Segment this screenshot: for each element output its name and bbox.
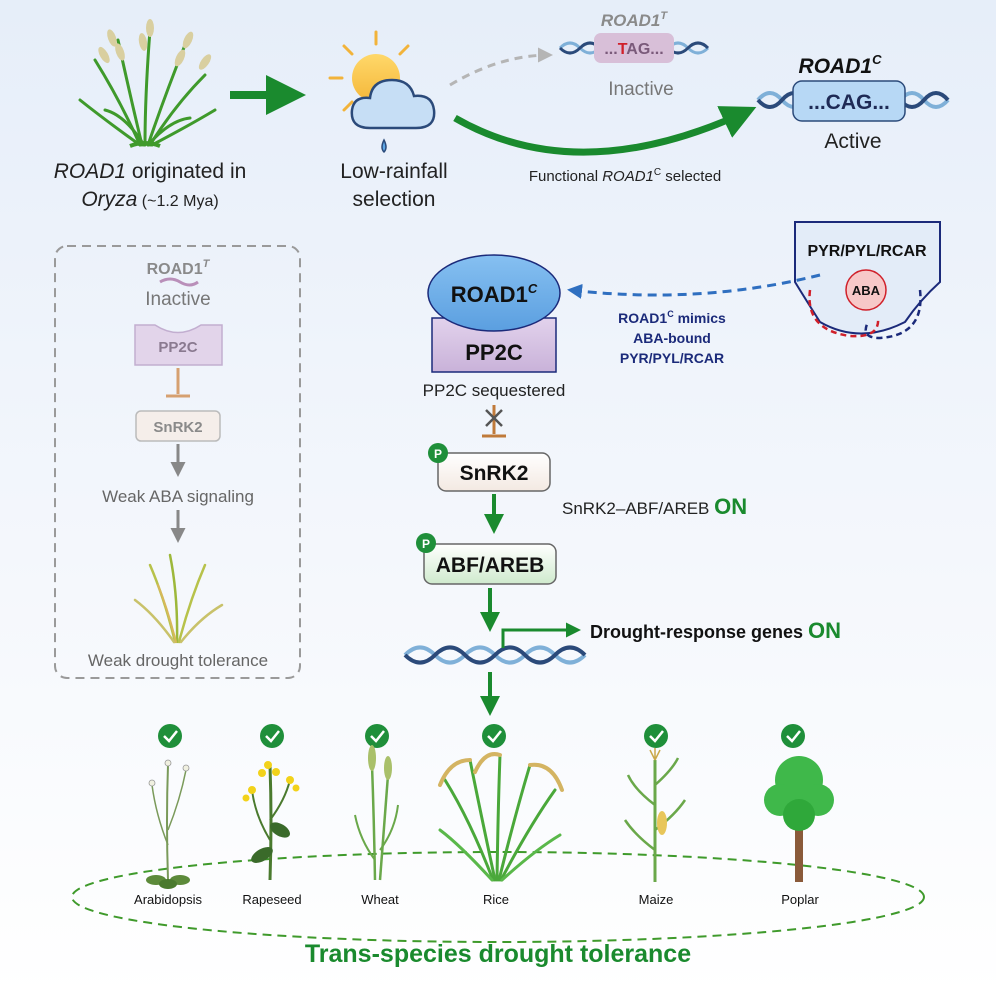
- rapeseed-plant-icon: [242, 761, 300, 881]
- left-pp2c-label: PP2C: [158, 339, 197, 356]
- active-allele-name: ROAD1C: [799, 52, 883, 78]
- weak-tolerance-label: Weak drought tolerance: [88, 651, 268, 670]
- sun-cloud-rain-icon: [328, 30, 436, 154]
- truncated-protein-icon: [159, 277, 199, 287]
- wheat-plant-icon: [354, 745, 399, 881]
- functional-selected-label: Functional ROAD1C selected: [529, 167, 721, 185]
- arabidopsis-plant-icon: [146, 759, 190, 889]
- aba-label: ABA: [852, 283, 881, 298]
- left-snrk2-label: SnRK2: [153, 419, 202, 436]
- pp2c-sequestered-label: PP2C sequestered: [423, 381, 566, 400]
- selection-text-line2: selection: [353, 188, 436, 211]
- snrk2-abf-on-label: SnRK2–ABF/AREB ON: [562, 494, 747, 519]
- snrk2-box: [437, 452, 551, 492]
- check-icon-arabidopsis: [158, 724, 182, 748]
- transcription-start-arrow: [501, 622, 581, 648]
- phospho-circle-abf: [416, 533, 436, 553]
- inactive-allele-name: ROAD1T: [601, 10, 669, 30]
- active-label: Active: [824, 130, 881, 153]
- left-pp2c-shape: [134, 324, 223, 366]
- species-label-maize: Maize: [639, 892, 674, 907]
- road1c-protein-label: ROAD1C: [451, 281, 538, 307]
- inactive-allele-sequence: ...TAG...: [604, 41, 663, 58]
- phospho-label-snrk2: P: [434, 447, 442, 461]
- mimic-label-line2: ABA-bound: [633, 330, 711, 346]
- species-label-rice: Rice: [483, 892, 509, 907]
- origin-text-line1: ROAD1 originated in: [54, 160, 247, 183]
- aba-ligand-circle: [845, 269, 887, 311]
- check-icons: [158, 724, 805, 748]
- abf-areb-box: [423, 543, 557, 585]
- poplar-tree-icon: [764, 756, 834, 882]
- active-allele-box: [792, 80, 906, 122]
- inactive-label: Inactive: [608, 79, 673, 100]
- weak-rice-plant-icon: [133, 553, 224, 644]
- mimic-arrow: [567, 273, 821, 299]
- species-label-poplar: Poplar: [781, 892, 819, 907]
- gene-dna-icon: [403, 645, 587, 665]
- rice-plant-large-icon: [438, 752, 564, 882]
- inactive-allele-box: [594, 33, 674, 63]
- species-label-wheat: Wheat: [361, 892, 399, 907]
- check-icon-rapeseed: [260, 724, 284, 748]
- check-icon-poplar: [781, 724, 805, 748]
- weak-pathway-panel: [54, 245, 301, 679]
- rice-plant-icon: [78, 19, 217, 148]
- check-icon-maize: [644, 724, 668, 748]
- left-inactive-label: Inactive: [145, 289, 210, 310]
- mimic-label-line3: PYR/PYL/RCAR: [620, 350, 724, 366]
- mimic-label-line1: ROAD1C mimics: [618, 309, 726, 326]
- receptor-label: PYR/PYL/RCAR: [807, 243, 927, 260]
- snrk2-label: SnRK2: [460, 462, 529, 485]
- arrow-selection-to-active: [453, 106, 757, 156]
- receptor-loop-navy: [864, 289, 922, 340]
- pp2c-label: PP2C: [465, 340, 523, 365]
- active-allele-sequence: ...CAG...: [808, 91, 890, 114]
- left-snrk2-box: [135, 410, 221, 442]
- origin-text-line2: Oryza (~1.2 Mya): [81, 188, 218, 211]
- weak-signaling-label: Weak ABA signaling: [102, 487, 254, 506]
- check-icon-wheat: [365, 724, 389, 748]
- block-cross-2: [485, 409, 503, 427]
- phospho-circle-snrk2: [428, 443, 448, 463]
- phospho-label-abf: P: [422, 537, 430, 551]
- bottom-title: Trans-species drought tolerance: [305, 940, 691, 968]
- species-ground-ellipse: [71, 851, 925, 943]
- left-allele-name: ROAD1T: [147, 258, 211, 278]
- drought-genes-on-label: Drought-response genes ON: [590, 618, 841, 643]
- selection-text-line1: Low-rainfall: [340, 160, 447, 183]
- species-label-rapeseed: Rapeseed: [242, 892, 301, 907]
- check-icon-rice: [482, 724, 506, 748]
- road1c-protein-shape: [427, 254, 561, 332]
- abf-areb-label: ABF/AREB: [436, 554, 545, 577]
- maize-plant-icon: [623, 748, 687, 882]
- species-label-arabidopsis: Arabidopsis: [134, 892, 202, 907]
